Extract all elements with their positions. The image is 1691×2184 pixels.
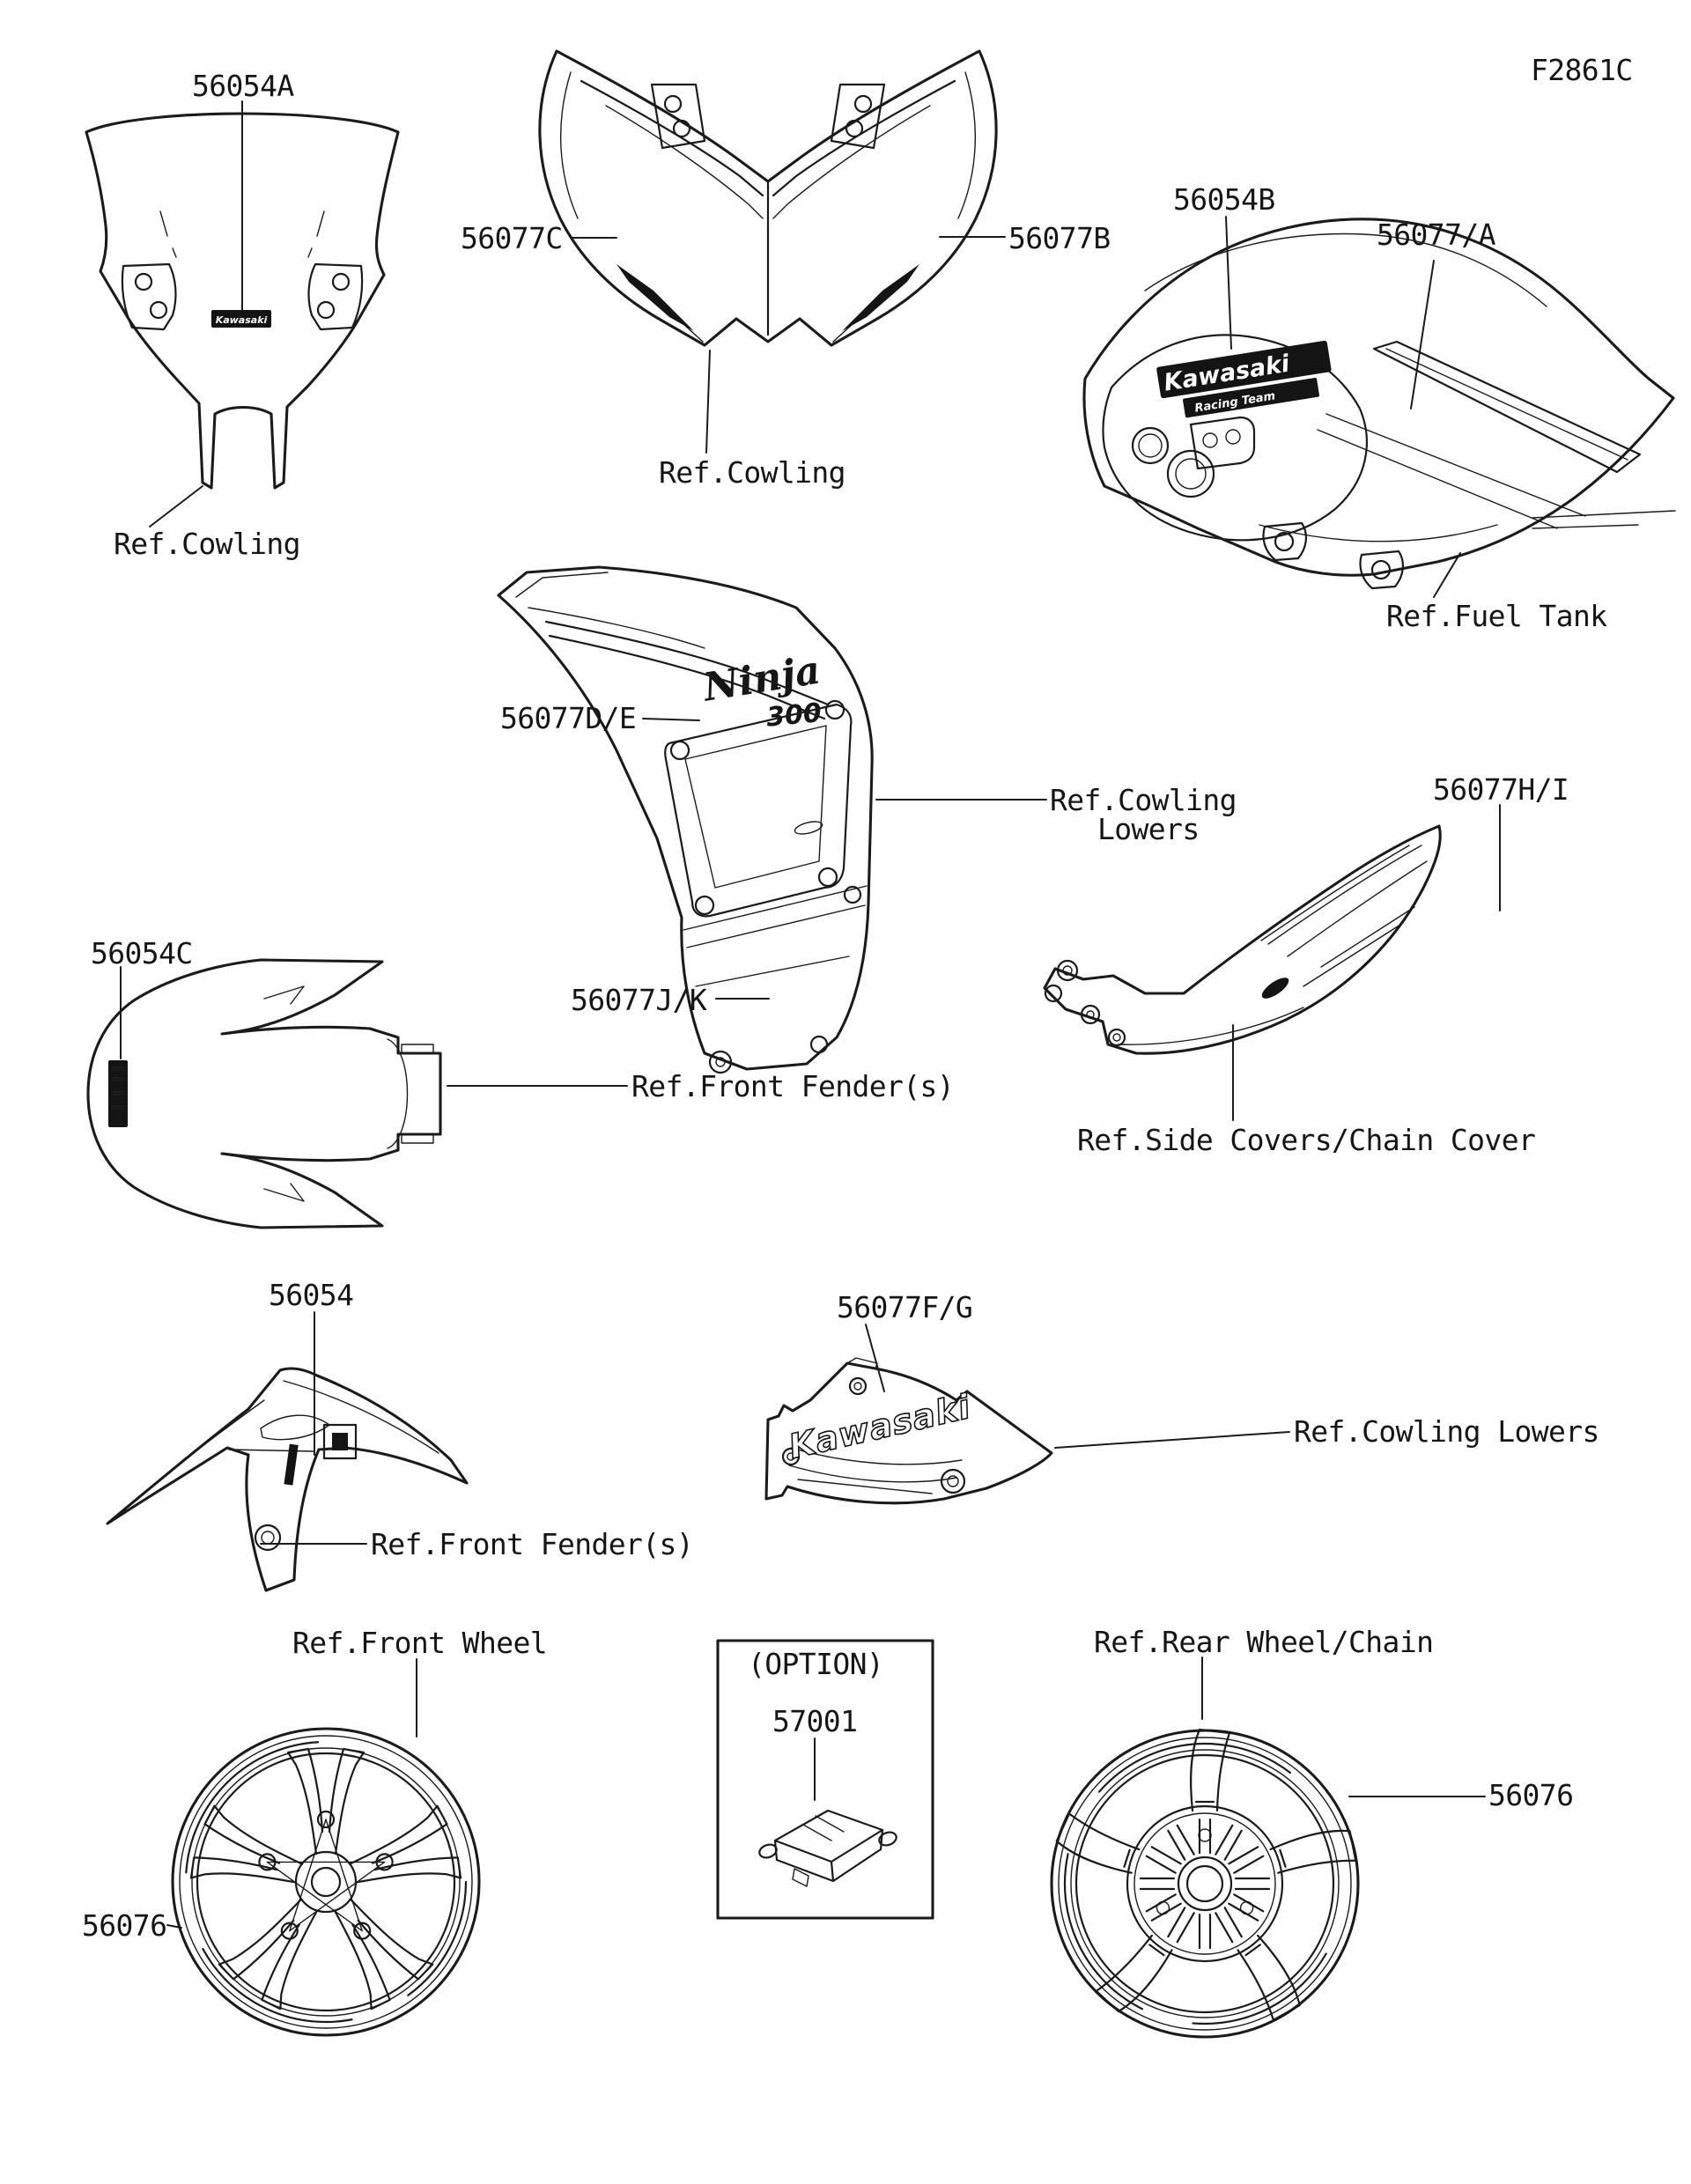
- callout-56077FG: 56077F/G: [837, 1290, 973, 1324]
- front-wheel-drawing: [171, 1727, 481, 2037]
- callout-56077HI: 56077H/I: [1433, 772, 1569, 807]
- ref-cowling-lowers-line1: Ref.Cowling: [1050, 783, 1237, 817]
- model-300-decal: 300: [765, 697, 823, 733]
- ref-front-fenders-side: Ref.Front Fender(s): [371, 1527, 694, 1561]
- ref-front-wheel: Ref.Front Wheel: [292, 1626, 548, 1660]
- callout-56054C: 56054C: [91, 936, 193, 970]
- option-box-title: (OPTION): [748, 1647, 884, 1681]
- ref-side-covers: Ref.Side Covers/Chain Cover: [1077, 1123, 1536, 1157]
- side-cowling-drawing: Ninja 300: [497, 565, 874, 1074]
- callout-56054A: 56054A: [192, 69, 294, 103]
- windshield-drawing: Kawasaki: [85, 112, 400, 490]
- front-cowling-drawing: [538, 49, 998, 347]
- lower-cowling-drawing: Kawasaki: [764, 1357, 1053, 1505]
- callout-56077JK: 56077J/K: [571, 983, 707, 1017]
- leader-lines: [120, 100, 1501, 1929]
- callout-57001: 57001: [772, 1704, 858, 1738]
- front-fender-sticker: [284, 1443, 299, 1486]
- front-fender-drawing: [106, 1367, 469, 1592]
- rear-fender-top-drawing: [86, 958, 442, 1229]
- callout-56077B: 56077B: [1008, 221, 1111, 255]
- ref-cowling-front: Ref.Cowling: [659, 455, 846, 490]
- option-box-drawing: [716, 1639, 934, 1920]
- ref-cowling-windshield: Ref.Cowling: [114, 527, 301, 561]
- tank-racing-team-decal: Kawasaki Racing Team: [1156, 340, 1332, 418]
- diagram-code: F2861C: [1531, 53, 1633, 87]
- side-cover-drawing: [1043, 824, 1442, 1055]
- windshield-sticker-text: Kawasaki: [216, 314, 268, 326]
- ref-rear-wheel-chain: Ref.Rear Wheel/Chain: [1094, 1625, 1434, 1659]
- callout-56076-rear: 56076: [1488, 1778, 1574, 1812]
- callout-56076-front: 56076: [82, 1908, 167, 1943]
- callout-56054: 56054: [269, 1278, 354, 1312]
- ref-cowling-lowers-bottom: Ref.Cowling Lowers: [1294, 1414, 1599, 1449]
- ref-fuel-tank: Ref.Fuel Tank: [1386, 599, 1607, 633]
- ref-front-fenders-top: Ref.Front Fender(s): [631, 1069, 955, 1103]
- ref-cowling-lowers-line2: Lowers: [1097, 812, 1200, 846]
- callout-56077C: 56077C: [461, 221, 563, 255]
- callout-56054B: 56054B: [1173, 182, 1275, 217]
- fuel-tank-drawing: Kawasaki Racing Team: [1082, 218, 1676, 590]
- rear-wheel-drawing: [1050, 1728, 1361, 2039]
- windshield-kawasaki-sticker: [211, 310, 271, 328]
- callout-56077-A: 56077/A: [1377, 218, 1495, 252]
- callout-56077DE: 56077D/E: [500, 701, 637, 735]
